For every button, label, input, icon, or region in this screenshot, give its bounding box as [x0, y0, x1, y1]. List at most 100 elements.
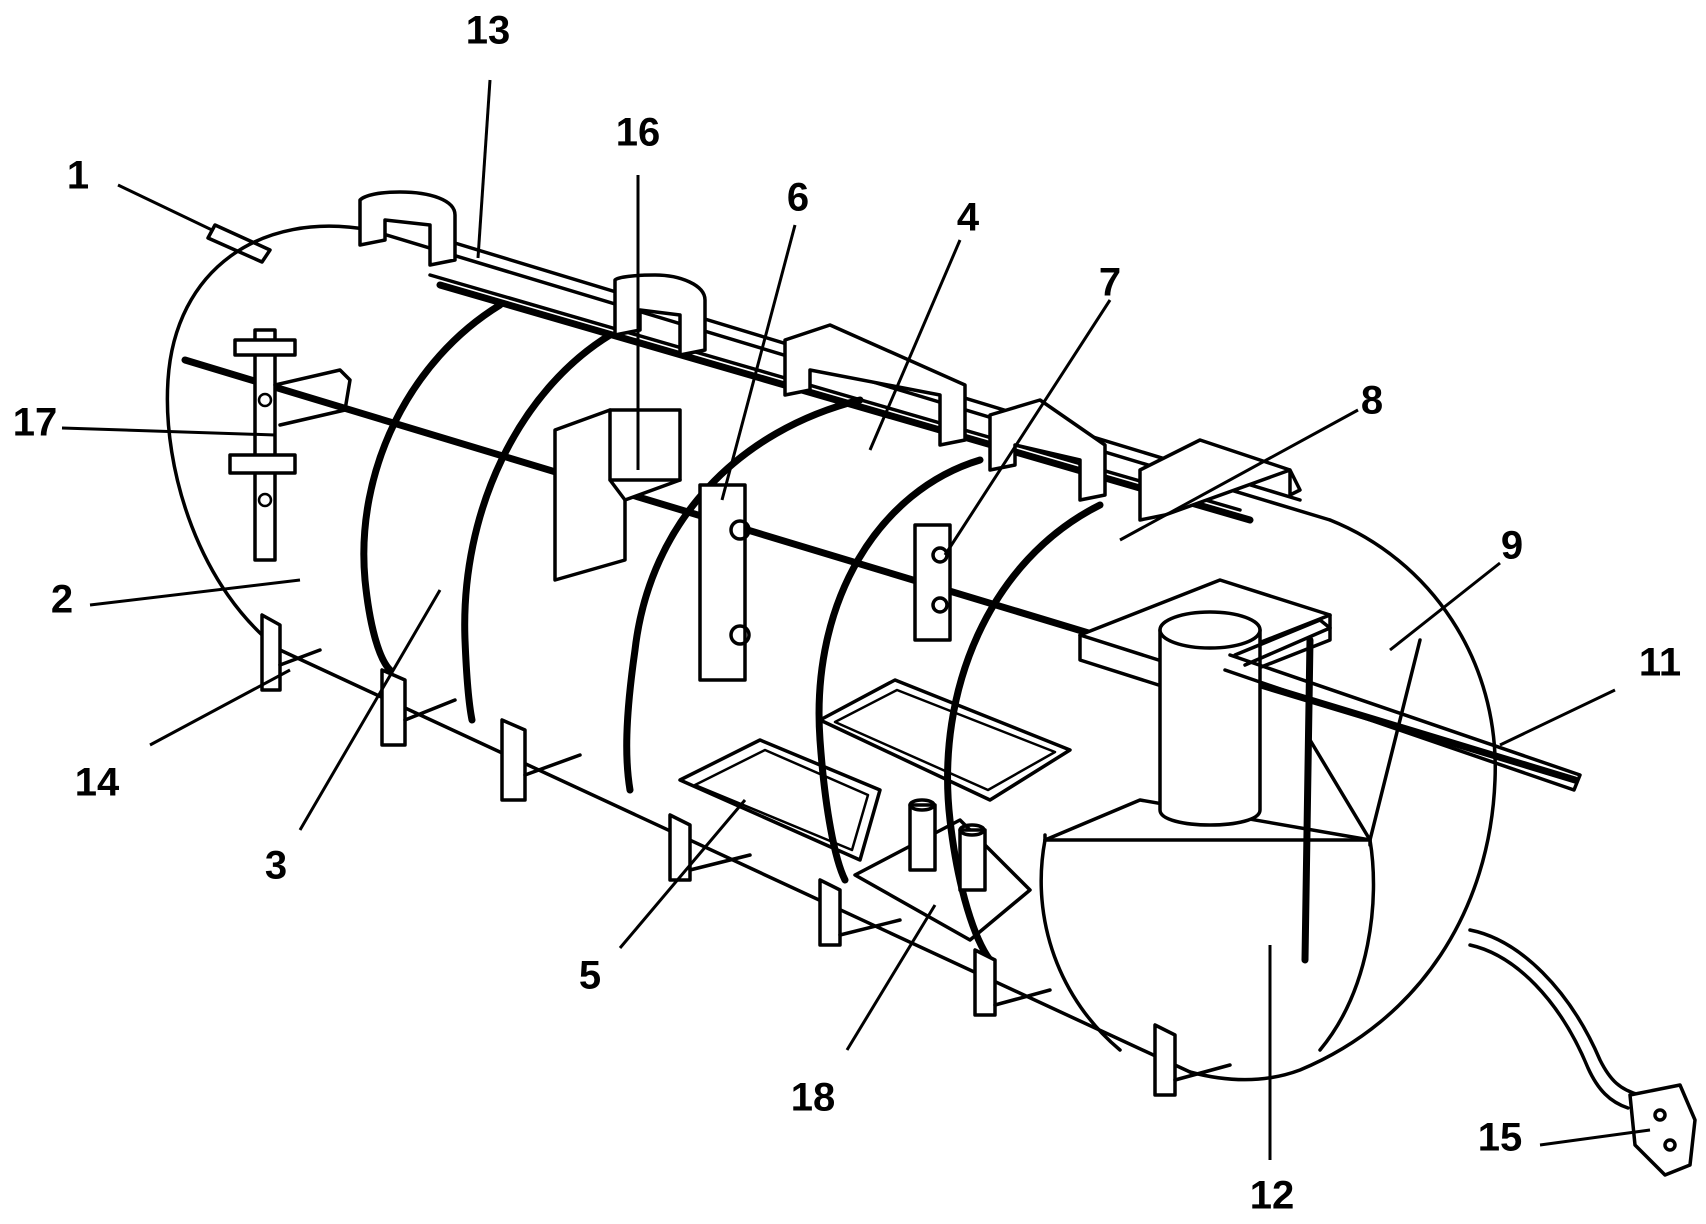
leader-3: [298, 589, 442, 831]
label-7: 7: [1099, 261, 1121, 305]
hose-15-b: [1468, 943, 1630, 1110]
partition-arc-4: [815, 456, 984, 884]
label-13: 13: [466, 9, 511, 53]
component-17: [228, 328, 352, 562]
partition-arc-2: [461, 331, 614, 724]
label-9: 9: [1501, 524, 1523, 568]
rod-9-vertical: [1301, 636, 1314, 964]
plug-15-pin-1: [1653, 1108, 1667, 1122]
manhole-5: [1138, 438, 1302, 522]
leg-3b: [523, 753, 582, 777]
opening-18: [853, 818, 1032, 942]
label-4: 4: [957, 196, 980, 240]
leader-15: [1539, 1128, 1651, 1147]
box-16: [553, 408, 682, 582]
label-16: 16: [616, 111, 661, 155]
leg-4: [668, 813, 692, 882]
left-end-cap: [165, 224, 372, 652]
chamber-12-top: [1043, 798, 1372, 842]
leg-1: [260, 613, 282, 692]
leader-5: [618, 799, 747, 949]
component-6: [698, 483, 751, 682]
chamber-12-front: [1039, 838, 1122, 1052]
post-2: [958, 828, 987, 892]
label-18: 18: [791, 1076, 836, 1120]
leader-lines: [61, 79, 1651, 1160]
chamber-12-diag: [1308, 638, 1422, 842]
leg-2b: [403, 698, 457, 722]
label-1: 1: [67, 154, 89, 198]
leader-1: [117, 183, 213, 232]
manholes: [358, 190, 1302, 522]
tank-bottom-edge: [278, 648, 1192, 1074]
leader-13: [476, 79, 492, 259]
chamber-12-box: [1043, 833, 1376, 1052]
leader-11: [1499, 688, 1616, 747]
label-8: 8: [1361, 379, 1383, 423]
cylinder-9-top: [1158, 610, 1262, 650]
label-2: 2: [51, 578, 73, 622]
rod-17-plate-top: [233, 338, 297, 357]
partition-arc-3: [623, 396, 864, 794]
bar-7-circle-2: [931, 596, 949, 614]
rod-17: [253, 328, 277, 562]
leader-2: [89, 578, 301, 607]
plug-15-pin-2: [1663, 1138, 1677, 1152]
leg-1b: [278, 648, 322, 667]
manhole-1: [358, 190, 457, 267]
label-15: 15: [1478, 1116, 1523, 1160]
leader-8: [1119, 408, 1359, 542]
label-11: 11: [1639, 641, 1681, 685]
plug-15: [1628, 1083, 1697, 1177]
leg-5: [818, 878, 842, 947]
leg-5b: [838, 918, 902, 937]
leader-7: [943, 299, 1112, 556]
post-1-top: [908, 798, 936, 812]
bar-7-circle-1: [931, 546, 949, 564]
opening-5-inner: [693, 748, 870, 852]
bar-6: [698, 483, 747, 682]
label-17: 17: [13, 401, 58, 445]
tank-body: [165, 224, 1579, 1082]
leader-14: [149, 668, 291, 747]
leg-3: [500, 718, 527, 802]
opening-5: [678, 738, 882, 862]
bar-6-circle-2: [729, 624, 751, 646]
rod-17-bolt-1: [257, 392, 273, 408]
inlet-pipe-body: [206, 223, 272, 264]
leg-7: [1153, 1023, 1177, 1097]
manhole-3: [783, 323, 967, 447]
leader-9: [1389, 561, 1501, 652]
label-5: 5: [579, 954, 601, 998]
leg-6: [973, 948, 997, 1017]
bar-7: [913, 523, 952, 642]
manhole-4: [988, 398, 1107, 502]
bar-6-circle-1: [729, 519, 751, 541]
hose-15: [1468, 928, 1642, 1097]
outlet-pipe-body: [1223, 653, 1582, 792]
rod-17-arm: [273, 368, 352, 427]
component-9: [1078, 578, 1332, 964]
rod-9-arm: [1233, 618, 1332, 667]
leg-7b: [1173, 1063, 1232, 1082]
leg-6b: [993, 988, 1052, 1007]
leader-17: [61, 426, 276, 437]
partition-arc-1: [360, 301, 504, 674]
component-15: [1468, 928, 1697, 1177]
leader-18: [845, 904, 937, 1051]
post-1: [908, 803, 937, 872]
post-2-top: [958, 823, 986, 837]
opening-middle-inner: [833, 688, 1057, 792]
component-16: [553, 408, 682, 582]
label-6: 6: [787, 176, 809, 220]
inlet-pipe: [206, 223, 272, 264]
rod-17-bolt-2: [257, 492, 273, 508]
label-12: 12: [1250, 1174, 1295, 1218]
component-7: [913, 523, 952, 642]
leader-4: [868, 239, 962, 451]
leg-2: [380, 668, 407, 747]
leg-4b: [688, 853, 752, 872]
leader-6: [720, 224, 797, 501]
posts: [908, 798, 987, 892]
